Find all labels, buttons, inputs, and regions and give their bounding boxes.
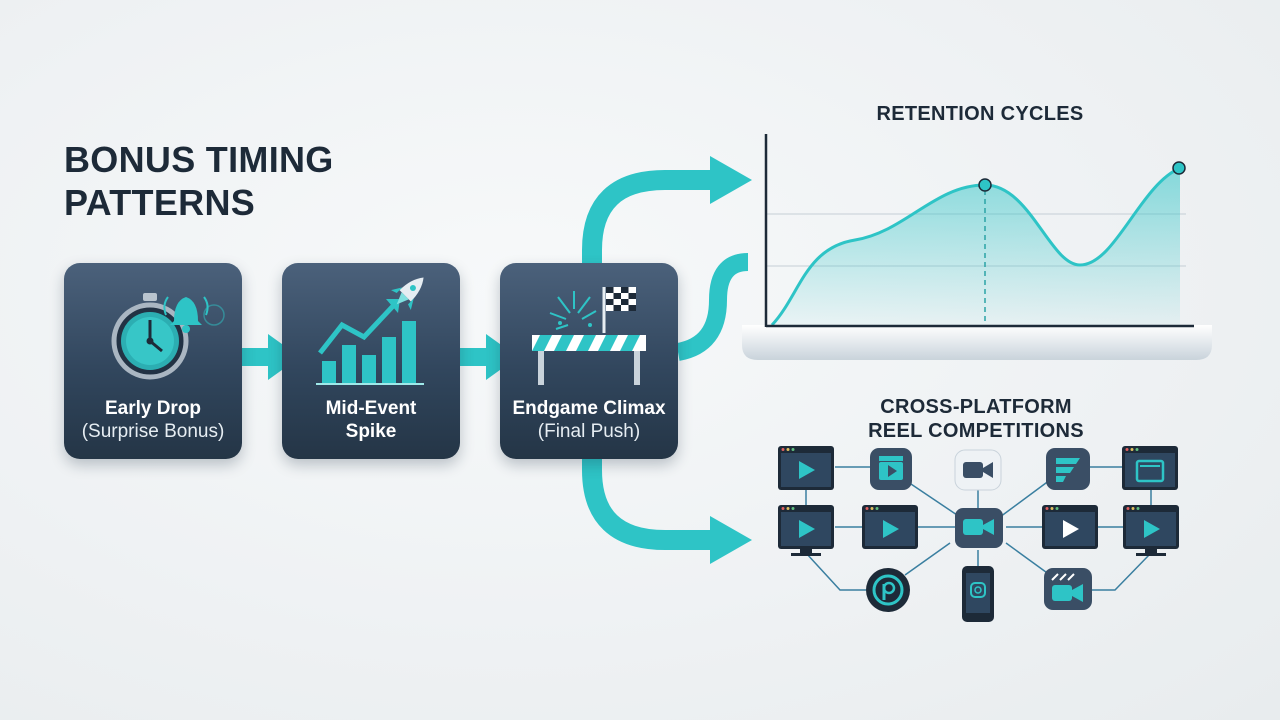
peak-point [978, 178, 992, 192]
video-camera-app-icon [954, 449, 1002, 491]
smartphone-icon [962, 566, 994, 622]
arrow-to-network [582, 458, 752, 564]
retention-area [772, 168, 1180, 325]
monitor-video-icon [778, 505, 834, 556]
layers-app-icon [1046, 448, 1090, 490]
stage-subtitle: Spike [345, 421, 397, 442]
stage-card-endgame-climax: Endgame Climax (Final Push) [500, 263, 678, 459]
stage-name: Early Drop [104, 398, 202, 419]
stage-card-early-drop: Early Drop (Surprise Bonus) [64, 263, 242, 459]
camera-clapper-app-icon [1044, 568, 1092, 610]
clapperboard-app-icon [870, 448, 912, 490]
retention-title: RETENTION CYCLES [876, 103, 1084, 125]
video-camera-hub-icon [955, 508, 1003, 548]
network-title: CROSS-PLATFORM REEL COMPETITIONS [826, 395, 1126, 443]
network-title-line2: REEL COMPETITIONS [868, 420, 1084, 442]
monitor-video-icon [862, 505, 918, 549]
retention-chart [742, 134, 1212, 360]
stage-subtitle: (Final Push) [537, 421, 641, 442]
stage-name: Mid-Event [325, 398, 417, 419]
stage-name: Endgame Climax [512, 398, 666, 419]
network-title-line1: CROSS-PLATFORM [880, 396, 1072, 418]
rocket-growth-chart-icon [316, 277, 424, 385]
p-logo-app-icon [866, 568, 910, 612]
network-links [805, 466, 1152, 591]
stage-subtitle: (Surprise Bonus) [81, 421, 225, 442]
main-title-line1: BONUS TIMING [64, 139, 334, 180]
monitor-clapper-icon [1122, 446, 1178, 490]
monitor-video-icon [1042, 505, 1098, 549]
peak-point [1172, 161, 1186, 175]
main-title: BONUS TIMING PATTERNS [64, 138, 334, 224]
monitor-video-icon [778, 446, 834, 490]
stopwatch-bell-icon [111, 293, 225, 380]
chart-platform [742, 325, 1212, 360]
stage-card-mid-event: Mid-Event Spike [282, 263, 460, 459]
arrow-side-to-chart [675, 253, 749, 361]
finish-line-flag-icon [532, 287, 646, 385]
monitor-video-icon [1123, 505, 1179, 556]
arrow-to-retention [582, 156, 752, 265]
main-title-line2: PATTERNS [64, 182, 256, 223]
